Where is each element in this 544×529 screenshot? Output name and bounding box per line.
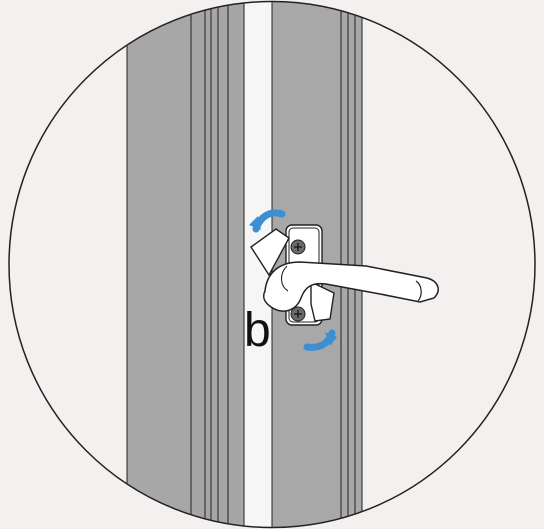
left-frame-outer-band bbox=[126, 1, 192, 528]
handle-curve-detail bbox=[280, 265, 289, 292]
magnifier-circle bbox=[8, 0, 536, 529]
component-label: b bbox=[244, 304, 271, 357]
screw-icon bbox=[290, 306, 306, 322]
rotate-down-arrowhead-icon bbox=[325, 332, 337, 346]
screw-icon bbox=[290, 239, 306, 255]
rotate-up-arrowhead-icon bbox=[249, 216, 261, 230]
window-lever-handle bbox=[262, 261, 439, 312]
lower-cover-cap bbox=[310, 280, 335, 322]
handle-end-cap-line bbox=[415, 280, 422, 302]
upper-cover-cap bbox=[250, 228, 290, 277]
